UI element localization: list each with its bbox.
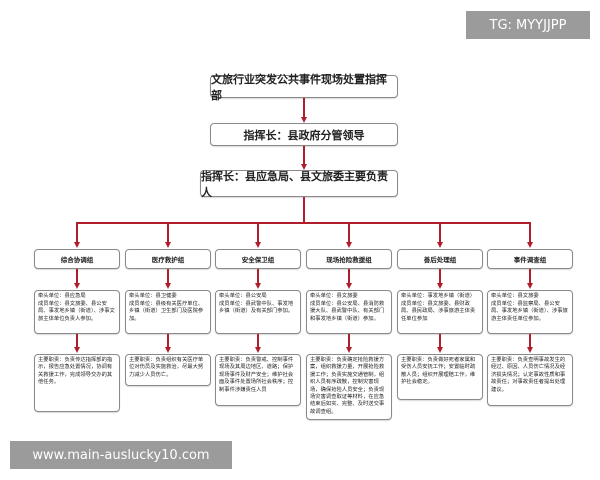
deputy-commander-box: 指挥长：县应急局、县文旅委主要负责人 <box>200 169 398 199</box>
arrow-down-icon <box>527 242 533 248</box>
connector-line <box>439 223 441 243</box>
arrow-down-icon <box>437 347 443 353</box>
connector-line <box>439 334 441 348</box>
connector-line <box>167 334 169 348</box>
connector-line <box>303 146 305 165</box>
group-duties-box: 主要职责：负责做好死者家属和受伤人员安抚工作；安置临时疏散人员；组织开展理赔工作… <box>397 354 483 400</box>
connector-line <box>303 98 305 118</box>
group-name-box: 安全保卫组 <box>215 249 301 269</box>
group-name-box: 医疗救护组 <box>125 249 211 269</box>
group-duties-box: 主要职责：负责传达指挥部的指示，报告应急处置情况，协调有关救援工作，完成领导交办… <box>34 354 120 412</box>
connector-line <box>303 197 305 223</box>
arrow-down-icon <box>346 347 352 353</box>
group-name-box: 综合协调组 <box>34 249 120 269</box>
group-units-box: 牵头单位：县文旅委 成员单位：县监察局、县公安局、事发地乡镇（街道）、涉事旅游主… <box>487 290 573 334</box>
arrow-down-icon <box>437 283 443 289</box>
connector-line <box>76 334 78 348</box>
arrow-down-icon <box>527 347 533 353</box>
group-name-box: 善后处理组 <box>397 249 483 269</box>
arrow-down-icon <box>255 347 261 353</box>
group-units-box: 牵头单位：县应急局 成员单位：县文旅委、县公安局、事发地乡镇（街道）、涉事文旅主… <box>34 290 120 334</box>
arrow-down-icon <box>527 283 533 289</box>
connector-line <box>76 223 78 243</box>
connector-line <box>167 223 169 243</box>
connector-line <box>439 269 441 284</box>
commander-box: 指挥长：县政府分管领导 <box>210 123 398 146</box>
group-units-box: 牵头单位：县文旅委 成员单位：县公安局、县消防救援大队、县武警中队、有关部门和事… <box>306 290 392 334</box>
connector-line <box>257 223 259 243</box>
group-duties-box: 主要职责：负责查明事故发生的经过、原因、人员伤亡情况及经济损失情况；认定事故性质… <box>487 354 573 406</box>
deputy-commander-label: 指挥长：县应急局、县文旅委主要负责人 <box>201 169 388 199</box>
connector-line <box>76 269 78 284</box>
connector-line <box>348 269 350 284</box>
horizontal-connector <box>76 222 531 224</box>
group-name-box: 现场抢险救援组 <box>306 249 392 269</box>
arrow-down-icon <box>74 242 80 248</box>
command-headquarters-box: 文旅行业突发公共事件现场处置指挥部 <box>210 73 398 102</box>
arrow-down-icon <box>301 164 307 170</box>
arrow-down-icon <box>255 283 261 289</box>
commander-label: 指挥长：县政府分管领导 <box>243 128 365 142</box>
group-units-box: 牵头单位：县公安局 成员单位：县武警中队、事发地乡镇（街道）及有关部门参加。 <box>215 290 301 334</box>
group-duties-box: 主要职责：负责组织有关医疗单位对伤员及实施救治，尽最大努力减少人员伤亡。 <box>125 354 211 386</box>
group-units-box: 牵头单位：事发地乡镇（街道） 成员单位：县文旅委、县财政局、县民政局、涉事旅游主… <box>397 290 483 334</box>
watermark-top-text: TG: MYYJJPP <box>489 17 567 33</box>
connector-line <box>167 269 169 284</box>
arrow-down-icon <box>437 242 443 248</box>
connector-line <box>348 334 350 348</box>
group-name-box: 事件调查组 <box>487 249 573 269</box>
arrow-down-icon <box>255 242 261 248</box>
connector-line <box>529 334 531 348</box>
connector-line <box>348 223 350 243</box>
headquarters-title: 文旅行业突发公共事件现场处置指挥部 <box>211 72 387 102</box>
watermark-bottom: www.main-auslucky10.com <box>10 441 232 469</box>
arrow-down-icon <box>346 283 352 289</box>
connector-line <box>529 223 531 243</box>
arrow-down-icon <box>74 283 80 289</box>
connector-line <box>257 269 259 284</box>
connector-line <box>257 334 259 348</box>
connector-line <box>529 269 531 284</box>
arrow-down-icon <box>165 347 171 353</box>
watermark-top: TG: MYYJJPP <box>466 11 590 39</box>
arrow-down-icon <box>74 347 80 353</box>
arrow-down-icon <box>165 242 171 248</box>
arrow-down-icon <box>301 117 307 123</box>
watermark-bottom-text: www.main-auslucky10.com <box>32 447 210 463</box>
group-duties-box: 主要职责：负责警戒、控制事件现场及其周边地区、道路；保护现场事件及财产安全；维护… <box>215 354 301 406</box>
group-units-box: 牵头单位：县卫健委 成员单位：县级有关医疗单位、乡镇（街道）卫生部门及医院参加。 <box>125 290 211 334</box>
arrow-down-icon <box>165 283 171 289</box>
arrow-down-icon <box>346 242 352 248</box>
group-duties-box: 主要职责：负责确定抢险救援方案，组织救援力量，开展抢险救援工作；负责实施交通管制… <box>306 354 392 420</box>
